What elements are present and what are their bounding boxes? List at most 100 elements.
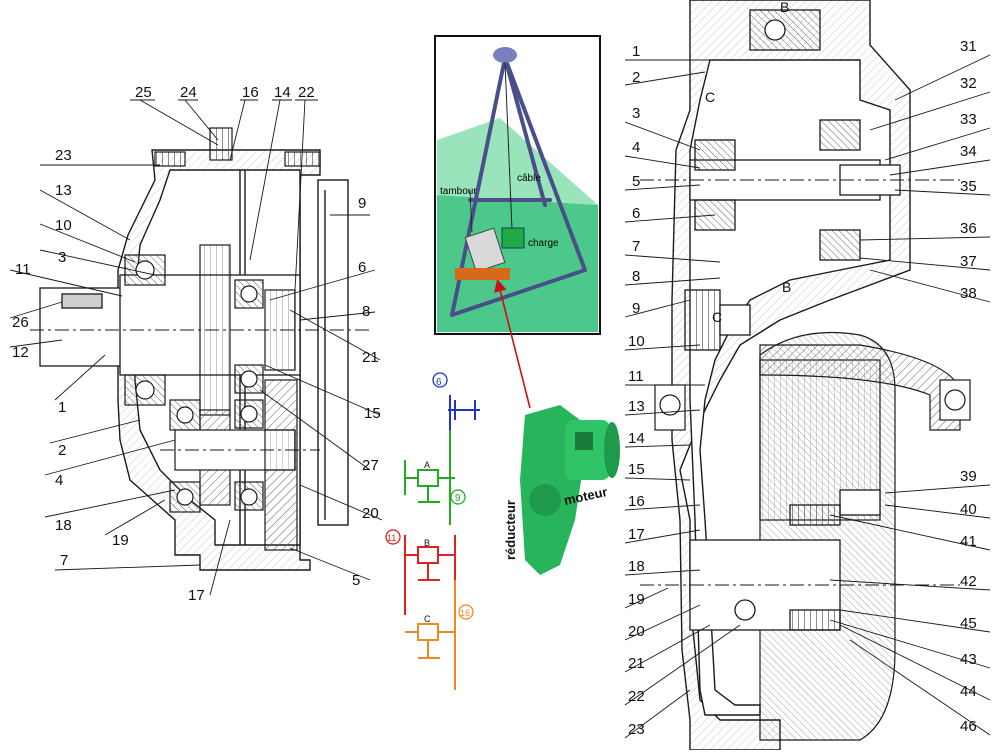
callout-5: 5 [352, 572, 360, 589]
right-section-letters: B C C B [705, 0, 791, 325]
rcallout-45: 45 [960, 615, 977, 632]
rcallout-44: 44 [960, 683, 977, 700]
rcallout-8: 8 [632, 268, 640, 285]
label-cable: câble [517, 173, 541, 184]
callout-11: 11 [15, 261, 31, 278]
schematic-label-A: A [424, 460, 430, 470]
schematic-circle-6 [432, 372, 448, 388]
rcallout-15: 15 [628, 461, 645, 478]
rcallout-36: 36 [960, 220, 977, 237]
left-callouts [9, 99, 383, 596]
rcallout-10: 10 [628, 333, 645, 350]
schematic-shaft-green [404, 430, 455, 525]
schematic-shaft-red [404, 535, 456, 615]
section-letter-B-top: B [780, 0, 789, 15]
callout-23: 23 [55, 147, 72, 164]
rcallout-5: 5 [632, 173, 640, 190]
rcallout-3: 3 [632, 105, 640, 122]
crane-photo-inset: tambour câble charge [434, 35, 601, 335]
callout-2: 2 [58, 442, 66, 459]
rcallout-7: 7 [632, 238, 640, 255]
right-right-leaders [829, 54, 991, 736]
right-shafts [640, 9, 960, 631]
schematic-shaft-blue [448, 395, 480, 430]
left-top-bolts [154, 127, 321, 167]
tripod-top-cap [493, 47, 517, 63]
rcallout-43: 43 [960, 651, 977, 668]
section-letter-C-mid: C [712, 309, 722, 325]
hoist-cable [504, 61, 513, 231]
rcallout-46: 46 [960, 718, 977, 735]
callout-14: 14 [274, 84, 291, 101]
rcallout-23: 23 [628, 721, 645, 738]
callout-9: 9 [358, 195, 366, 212]
rcallout-13: 13 [628, 398, 645, 415]
callout-22: 22 [298, 84, 315, 101]
red-pointer-arrow [494, 278, 531, 409]
tripod-legs [450, 56, 587, 317]
rcallout-6: 6 [632, 205, 640, 222]
rcallout-20: 20 [628, 623, 645, 640]
callout-24: 24 [180, 84, 197, 101]
callout-15: 15 [364, 405, 381, 422]
callout-1: 1 [58, 399, 66, 416]
left-gears [160, 244, 320, 551]
label-reducteur: réducteur [503, 500, 518, 560]
callout-7: 7 [60, 552, 68, 569]
callout-18: 18 [55, 517, 72, 534]
rcallout-1: 1 [632, 43, 640, 60]
callout-19: 19 [112, 532, 129, 549]
motor-fan-cover [604, 422, 620, 478]
schematic-label-9: 9 [455, 493, 461, 504]
schematic-label-B: B [424, 538, 430, 548]
schematic-circle-9 [450, 489, 466, 505]
left-callout-labels: 25 24 16 14 22 23 13 10 3 11 26 12 1 2 4… [12, 84, 381, 604]
right-gearbox-drawing: B C C B [624, 0, 991, 751]
rcallout-17: 17 [628, 526, 645, 543]
rcallout-39: 39 [960, 468, 977, 485]
callout-25: 25 [135, 84, 152, 101]
rcallout-42: 42 [960, 573, 977, 590]
rcallout-18: 18 [628, 558, 645, 575]
left-gearbox-drawing: 25 24 16 14 22 23 13 10 3 11 26 12 1 2 4… [9, 84, 383, 604]
rcallout-11: 11 [628, 368, 644, 385]
schematic-label-6: 6 [436, 377, 442, 388]
rcallout-9: 9 [632, 300, 640, 317]
rcallout-21: 21 [628, 655, 645, 672]
rcallout-2: 2 [632, 69, 640, 86]
callout-20: 20 [362, 505, 379, 522]
callout-12: 12 [12, 344, 29, 361]
schematic-label-11: 11 [387, 533, 396, 543]
callout-4: 4 [55, 472, 63, 489]
callout-6: 6 [358, 259, 366, 276]
callout-21: 21 [362, 349, 379, 366]
schematic-label-16: 16 [460, 608, 470, 618]
schematic-shaft-orange [405, 580, 456, 690]
right-left-leaders [624, 59, 741, 739]
right-right-callouts: 31 32 33 34 35 36 37 38 39 40 41 42 45 4… [960, 38, 977, 735]
callout-3: 3 [58, 249, 66, 266]
gear-train-schematic: 6 A 9 B 11 [385, 372, 480, 690]
rcallout-37: 37 [960, 253, 977, 270]
section-letter-C-top: C [705, 89, 715, 105]
rcallout-38: 38 [960, 285, 977, 302]
schematic-circle-16 [458, 604, 474, 620]
callout-10: 10 [55, 217, 72, 234]
rcallout-22: 22 [628, 688, 645, 705]
rcallout-34: 34 [960, 143, 977, 160]
load-block [501, 227, 525, 249]
schematic-label-C: C [424, 614, 431, 624]
rcallout-41: 41 [960, 533, 977, 550]
label-charge: charge [528, 238, 559, 249]
callout-27: 27 [362, 457, 379, 474]
winch-base [455, 268, 510, 280]
callout-13: 13 [55, 182, 72, 199]
callout-26: 26 [12, 314, 29, 331]
callout-17: 17 [188, 587, 205, 604]
rcallout-19: 19 [628, 591, 645, 608]
rcallout-14: 14 [628, 430, 645, 447]
section-letter-B-mid: B [782, 279, 791, 295]
callout-16: 16 [242, 84, 259, 101]
rcallout-40: 40 [960, 501, 977, 518]
